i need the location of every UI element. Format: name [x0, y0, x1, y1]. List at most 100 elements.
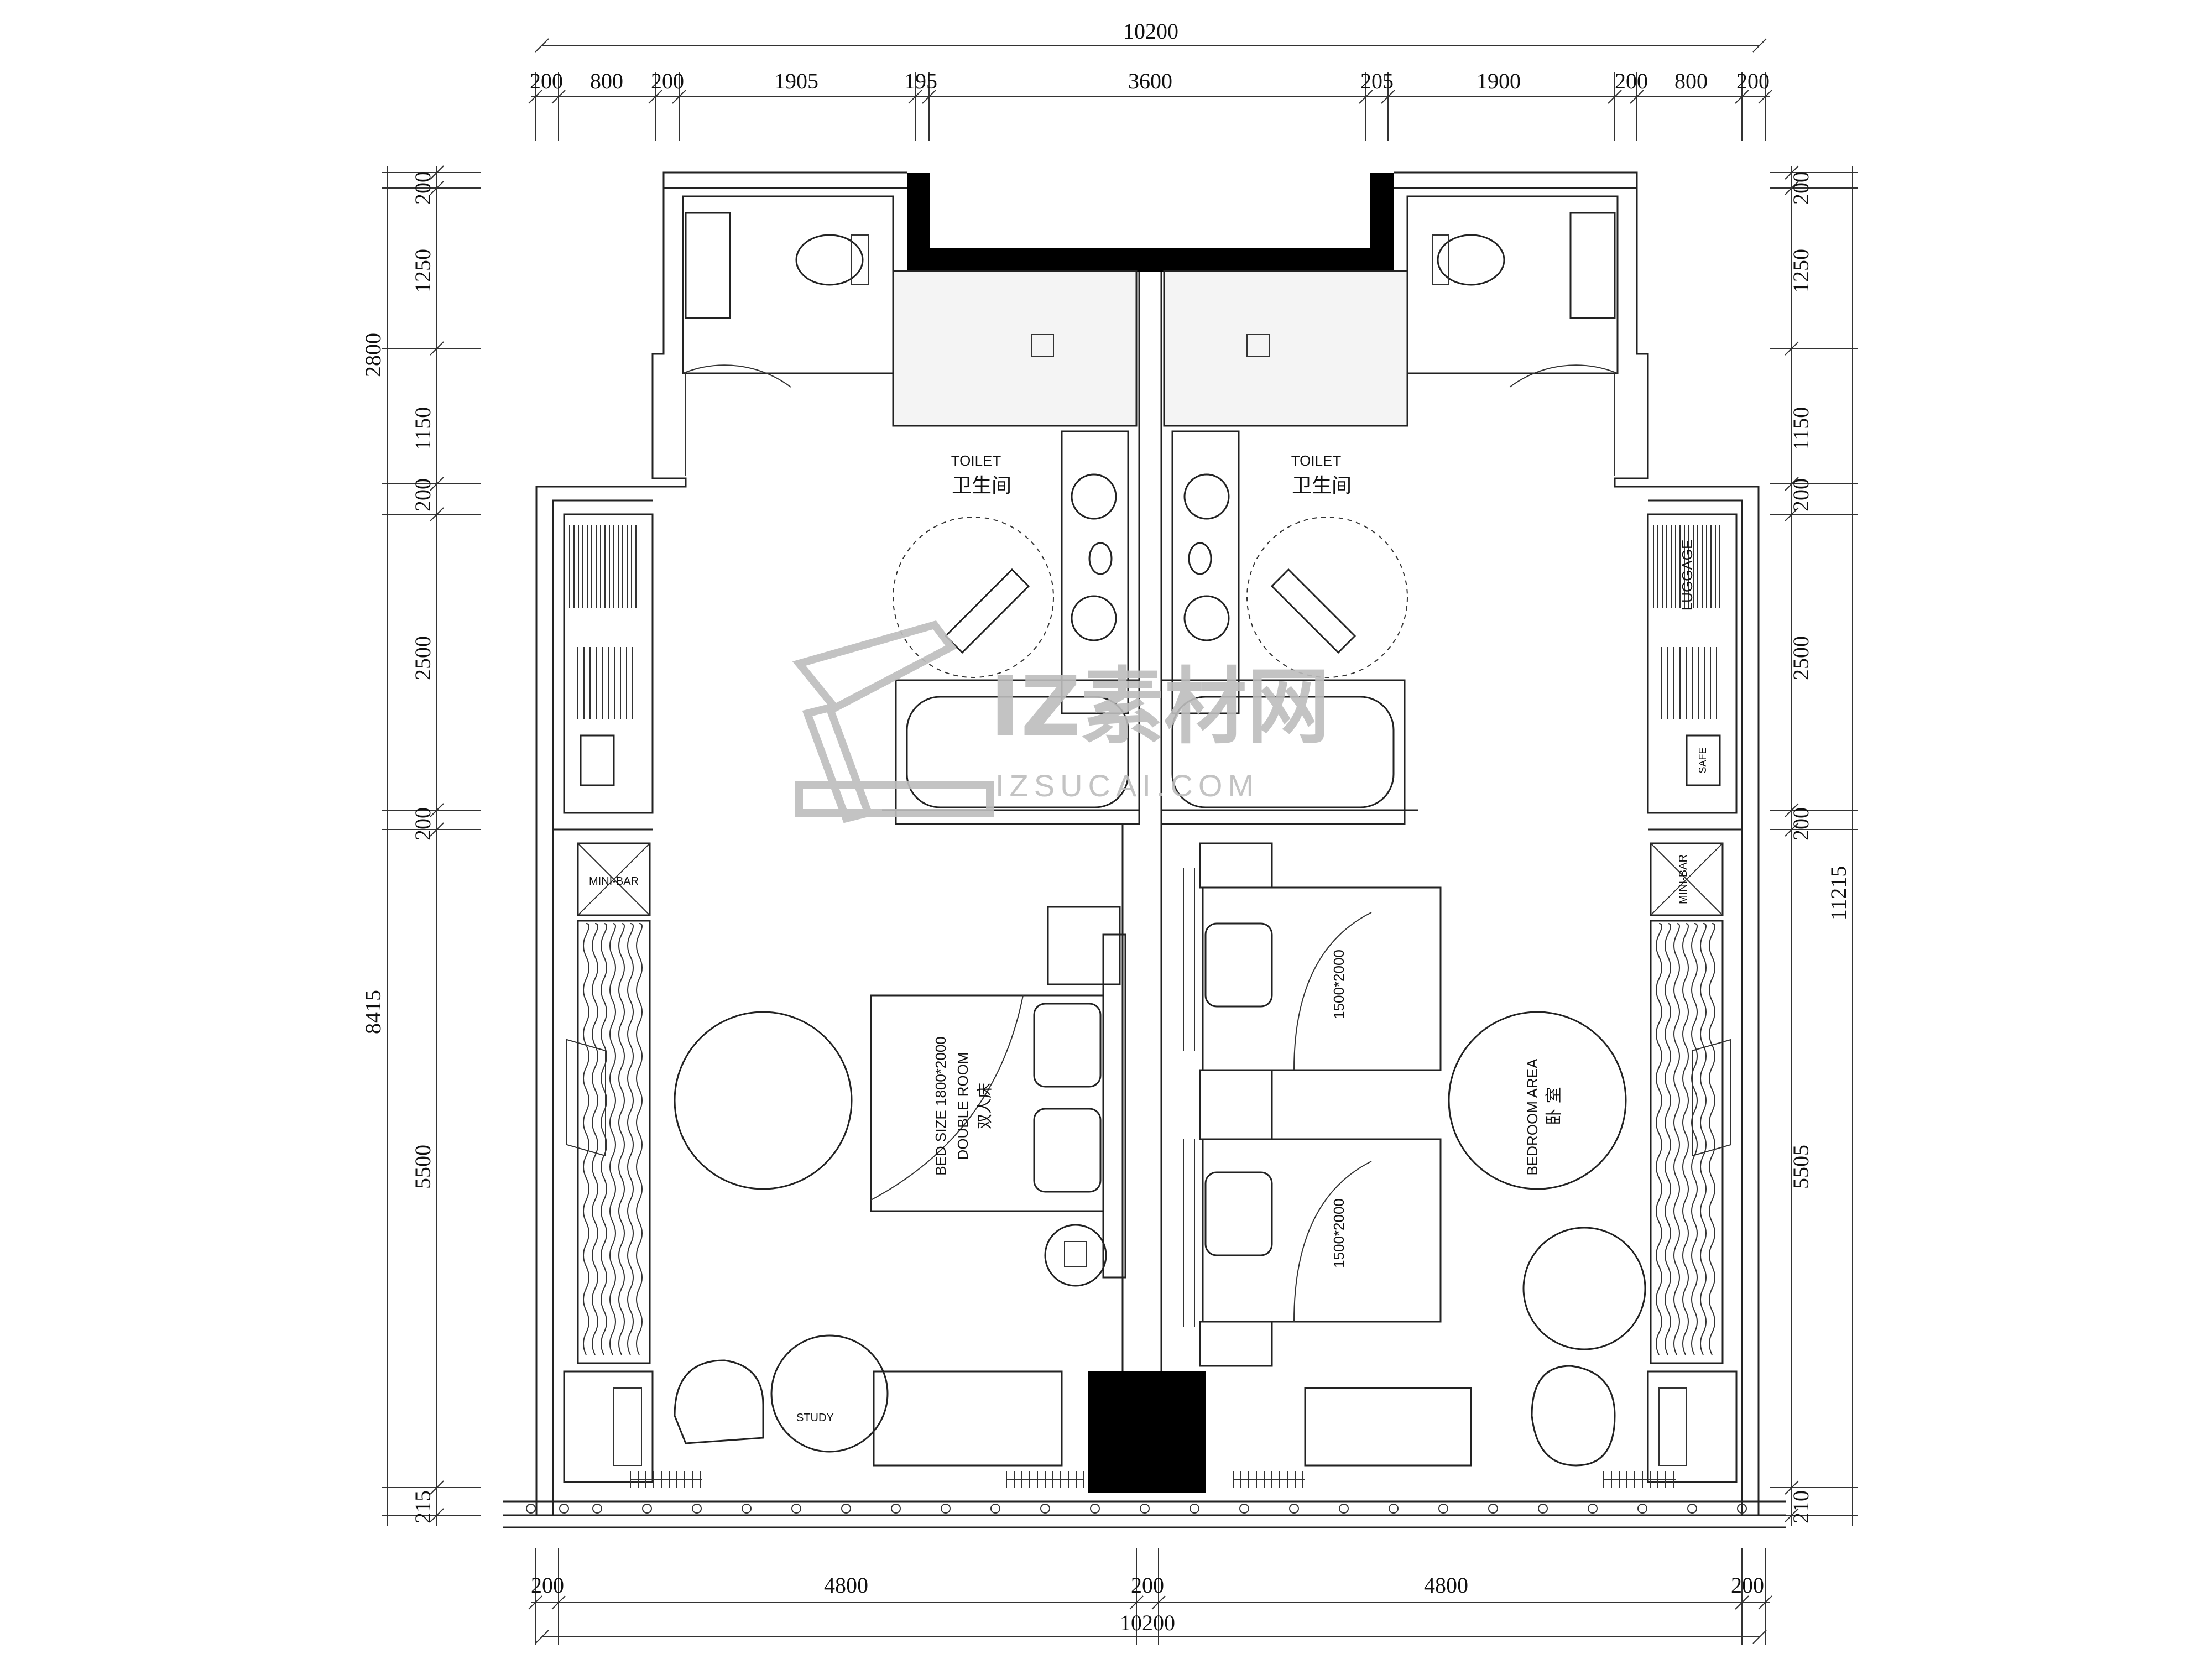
outer-walls — [503, 171, 1786, 1528]
dimension-tick-slash — [1735, 1595, 1749, 1610]
wood-grain-line — [592, 923, 598, 1355]
wood-grain-line — [609, 923, 616, 1355]
dimension-tick-slash — [430, 341, 444, 356]
right-seg-6: 200 — [1788, 807, 1813, 841]
right-pillow-bottom-icon — [1204, 1171, 1273, 1256]
top-dimension-total: 10200 — [535, 19, 1767, 53]
window-mullion — [1339, 1504, 1349, 1514]
dimension-tick-slash — [430, 822, 444, 837]
right-seg-1: 200 — [1788, 171, 1813, 205]
right-bedroom: LUGGAGE SAFE MINI-BAR BEDROOM AREA 卧 室 1… — [1183, 513, 1742, 1483]
dimension-tick-slash — [1785, 165, 1799, 180]
right-chair-icon — [1531, 1365, 1616, 1467]
left-bed-size-label: BED SIZE 1800*2000 — [932, 1036, 949, 1176]
dimension-tick-slash — [1129, 1595, 1144, 1610]
facade-details — [526, 1471, 1747, 1514]
right-bathroom: TOILET 卫生间 — [1160, 195, 1619, 825]
dimension-tick-slash — [1758, 90, 1772, 104]
left-seg-6: 200 — [410, 807, 435, 841]
top-seg-3: 200 — [651, 69, 684, 93]
left-nightstand-bottom — [1044, 1224, 1107, 1287]
left-pillow-bottom-icon — [1033, 1108, 1102, 1193]
left-turning-circle — [893, 517, 1054, 678]
dimension-tick-slash — [1785, 1508, 1799, 1522]
right-turning-circle — [1246, 517, 1408, 678]
dimension-tick-slash — [1151, 1595, 1166, 1610]
bottom-seg-1: 200 — [531, 1573, 564, 1598]
dimension-tick-slash — [1785, 822, 1799, 837]
top-seg-9: 200 — [1615, 69, 1648, 93]
window-mullion — [791, 1504, 801, 1514]
dimension-tick-slash — [1785, 341, 1799, 356]
window-mullion — [1538, 1504, 1548, 1514]
window-mullion — [1239, 1504, 1249, 1514]
dimension-tick-slash — [528, 1595, 542, 1610]
wood-grain-line — [1673, 923, 1680, 1355]
dimension-tick-slash — [430, 477, 444, 491]
window-mullion — [1140, 1504, 1150, 1514]
dimension-tick-slash — [1785, 181, 1799, 195]
window-mullion — [841, 1504, 851, 1514]
right-bathtub-icon — [1171, 696, 1395, 808]
left-shower — [892, 270, 1138, 427]
right-seg-2: 1250 — [1788, 249, 1813, 293]
left-pillow-top-icon — [1033, 1003, 1102, 1088]
left-round-table — [770, 1334, 889, 1453]
dimension-tick-slash — [1758, 1595, 1772, 1610]
dimension-tick-slash — [430, 507, 444, 521]
wood-grain-line — [1709, 923, 1715, 1355]
right-safe-label: SAFE — [1697, 747, 1708, 773]
window-mullion — [559, 1504, 569, 1514]
center-column — [1088, 1371, 1206, 1493]
left-seg-1: 200 — [410, 171, 435, 205]
window-mullion — [1040, 1504, 1050, 1514]
left-safe-icon — [580, 734, 615, 786]
right-dimension: 11215 200 1250 1150 200 2500 200 5505 21… — [1770, 165, 1858, 1526]
left-chair-icon — [674, 1359, 764, 1444]
window-mullion — [692, 1504, 702, 1514]
bottom-seg-3: 200 — [1131, 1573, 1164, 1598]
right-bedroom-cn-label: 卧 室 — [1545, 1087, 1564, 1125]
window-mullion — [891, 1504, 901, 1514]
watermark-url: IZSUCAI.COM — [995, 768, 1259, 803]
left-wc-basin-icon — [685, 212, 731, 319]
left-double-bed-cn: 双人床 — [975, 1083, 994, 1129]
window-mullion — [1488, 1504, 1498, 1514]
dimension-tick-slash — [908, 90, 922, 104]
left-wheelchair-icon — [944, 568, 1030, 654]
watermark: IZ素材网 IZSUCAI.COM — [792, 620, 1330, 823]
right-seg-5: 2500 — [1788, 636, 1813, 680]
top-seg-7: 205 — [1360, 69, 1394, 93]
top-seg-10: 800 — [1674, 69, 1708, 93]
left-seg-5: 2500 — [410, 636, 435, 680]
left-nightstand-top — [1047, 906, 1121, 985]
right-shower — [1163, 270, 1408, 427]
top-seg-8: 1900 — [1477, 69, 1521, 93]
right-wc-door-icon — [1509, 364, 1618, 476]
right-rug — [1448, 1011, 1627, 1190]
window-mullion — [642, 1504, 652, 1514]
shaft-wall-bottom — [907, 248, 1394, 272]
right-twin-bed-bottom — [1202, 1138, 1442, 1323]
right-wc-basin-icon — [1569, 212, 1616, 319]
right-wheelchair-icon — [1270, 568, 1357, 654]
dimension-tick-slash — [672, 90, 686, 104]
top-seg-2: 800 — [590, 69, 623, 93]
right-minibar — [1650, 842, 1724, 916]
window-mullion — [990, 1504, 1000, 1514]
window-mullion — [1687, 1504, 1697, 1514]
bottom-seg-2: 4800 — [824, 1573, 868, 1598]
left-seg-3: 1150 — [410, 407, 435, 451]
window-mullion — [592, 1504, 602, 1514]
top-dimension-segments: 200 800 200 1905 195 3600 205 1900 200 8… — [528, 69, 1772, 141]
top-seg-4: 1905 — [774, 69, 818, 93]
wood-grain-line — [1700, 923, 1707, 1355]
left-luggage-rack — [566, 1039, 606, 1157]
right-toilet-label-en: TOILET — [1291, 452, 1342, 469]
dimension-tick-slash — [430, 803, 444, 817]
dimension-tick-slash — [1785, 477, 1799, 491]
window-mullion — [1588, 1504, 1598, 1514]
dimension-tick-slash — [430, 1508, 444, 1522]
dimension-tick-slash — [1630, 90, 1644, 104]
left-study-label: STUDY — [796, 1412, 834, 1424]
